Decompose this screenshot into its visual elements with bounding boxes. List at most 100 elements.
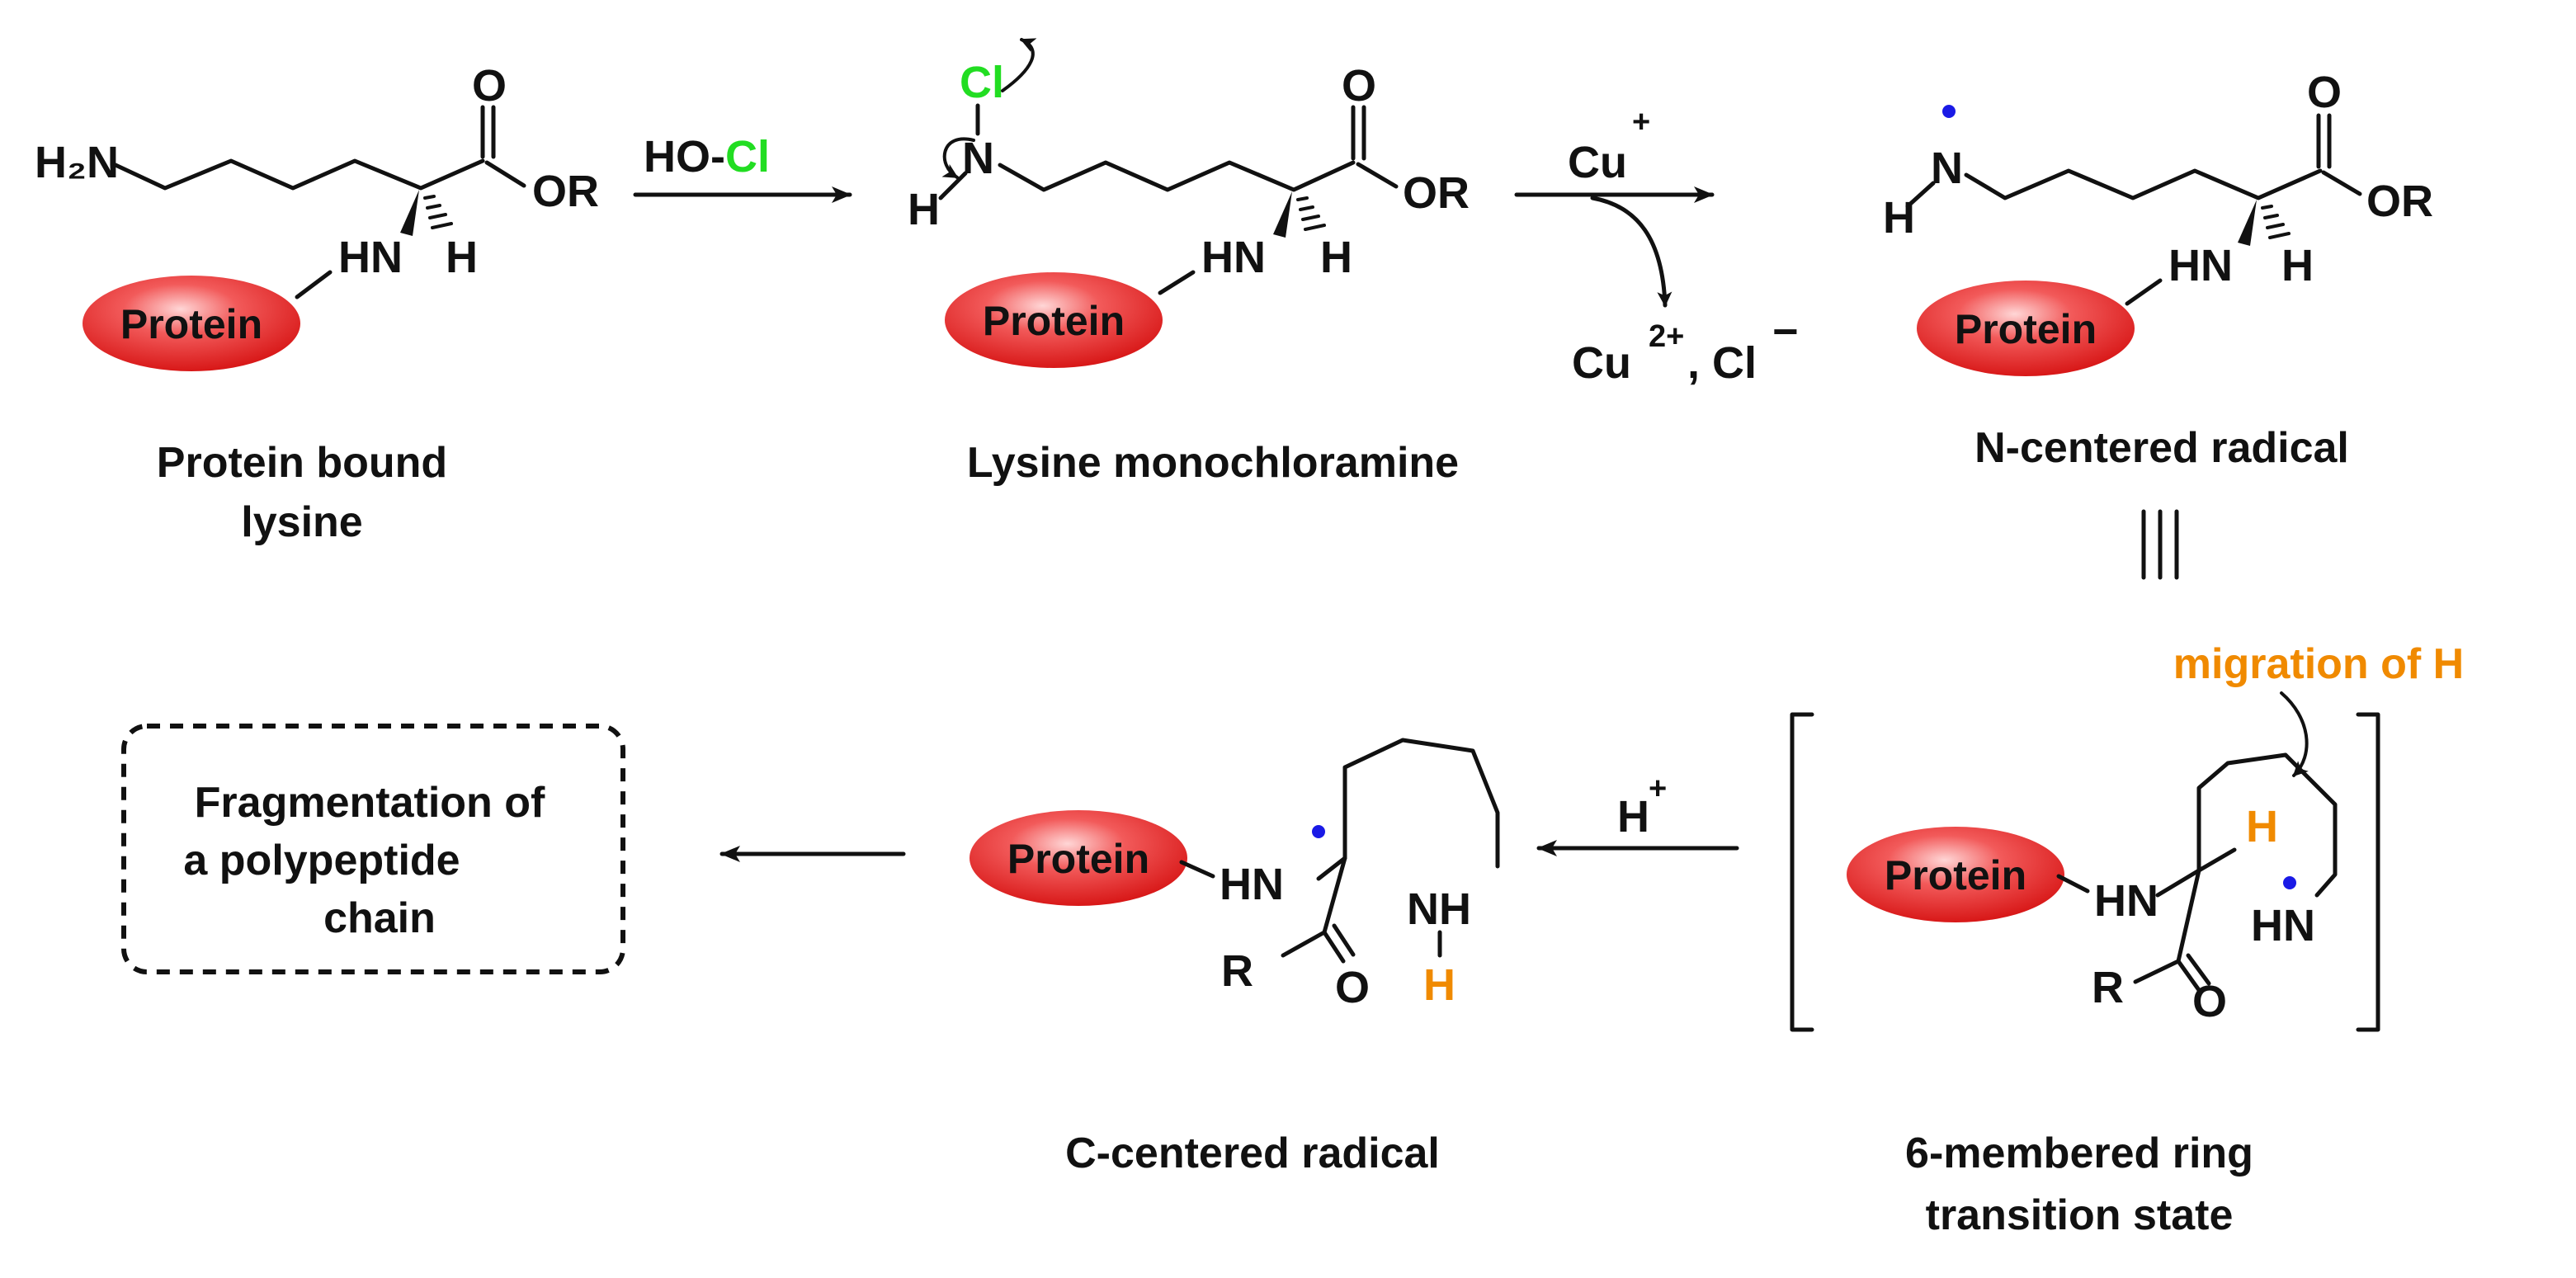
h2n-label: H₂N: [35, 138, 119, 187]
alpha-h-label-2: H: [1320, 233, 1352, 282]
n-h-bond: [938, 171, 968, 200]
lysine-chain-bonds: [113, 158, 485, 191]
amide-hn-label: HN: [338, 233, 403, 282]
chlorine-label: Cl: [960, 58, 1004, 107]
chain-bonds-2: [998, 160, 1356, 192]
protein-ellipse: [83, 276, 300, 371]
caption-transition-line2: transition state: [1926, 1191, 2234, 1239]
electron-arrow-n: [941, 137, 975, 179]
reagent-h-plus: H: [1617, 792, 1649, 842]
caption-n-radical: N-centered radical: [1974, 424, 2349, 472]
structure-protein-bound-lysine: H₂N O OR HN H Protein Protein bound lysi…: [35, 61, 599, 546]
outcome-line3: chain: [323, 894, 436, 942]
protein-label-2: Protein: [983, 298, 1125, 344]
calpha-carbonyl-bond: [2176, 868, 2201, 964]
hn-c-bond: [1316, 856, 1347, 881]
outcome-line1: Fragmentation of: [195, 779, 545, 827]
c-r-bond: [2133, 959, 2181, 984]
cu-byproduct-arrow: [1590, 196, 1673, 308]
protein-label-5: Protein: [1007, 836, 1149, 882]
reaction-arrow-2: Cu + Cu 2+ , Cl −: [1514, 105, 1799, 388]
r-label-4: R: [2092, 963, 2124, 1012]
h-plus-charge: +: [1649, 771, 1667, 806]
alpha-h-label-3: H: [2281, 241, 2314, 290]
nitrogen-label-3: N: [1931, 144, 1963, 193]
migrating-h-label: H: [2246, 802, 2278, 851]
alpha-h-label: H: [446, 233, 478, 282]
reaction-arrow-1: HO-Cl: [633, 132, 852, 203]
amide-hn-label-5: HN: [1220, 860, 1284, 909]
radical-dot-ts: [2283, 876, 2296, 889]
hn-calpha-bond: [2155, 868, 2201, 898]
hash-bond: [423, 195, 453, 229]
caption-protein-bound-line1: Protein bound: [157, 439, 447, 487]
chain-bonds-3: [1964, 168, 2323, 200]
bracket-right: [2356, 712, 2380, 1032]
r-label-5: R: [1221, 946, 1253, 996]
protein-ellipse-4: [1847, 827, 2064, 922]
reagent-hocl: HO-Cl: [644, 132, 770, 182]
structure-lysine-monochloramine: Cl N H O OR HN H Protein Lysine monochlo…: [908, 38, 1470, 487]
n-h-bond-3: [1905, 181, 1936, 209]
cl-minus-charge: −: [1772, 307, 1799, 356]
equivalence-sign: [2141, 509, 2179, 580]
c-carbonyl-bond-5: [1322, 856, 1347, 935]
ring-hn-label: HN: [2251, 901, 2315, 950]
ester-or-label: OR: [532, 167, 599, 216]
protein-link-bond-5: [1179, 860, 1215, 879]
ester-or-label-3: OR: [2366, 177, 2433, 226]
fragmentation-box: Fragmentation of a polypeptide chain: [121, 724, 625, 974]
protein-ellipse-2: [945, 272, 1163, 368]
caption-migration: migration of H: [2173, 640, 2464, 688]
protein-label: Protein: [120, 301, 262, 347]
electron-arrow-cl: [1001, 38, 1037, 92]
ester-or-label-2: OR: [1403, 168, 1470, 218]
open-chain-bonds: [1342, 738, 1500, 869]
byproduct-cu-charge: 2+: [1649, 319, 1684, 354]
nitrogen-label: N: [962, 134, 994, 183]
reagent-cu-plus: Cu: [1568, 138, 1627, 187]
amide-hn-label-2: HN: [1201, 233, 1266, 282]
structure-n-centered-radical: N H O OR HN H Protein N-centered radical: [1883, 68, 2433, 472]
ring-chain-bonds: [2196, 752, 2338, 898]
carbonyl-o-label-4: O: [2192, 977, 2227, 1026]
nh-label-5: NH: [1407, 884, 1471, 934]
nh-h-label: H: [908, 185, 940, 234]
protein-ellipse-3: [1917, 281, 2135, 376]
co-bond-1: [2176, 959, 2201, 993]
calpha-h-bond: [2196, 847, 2237, 873]
cu-plus-charge: +: [1632, 105, 1650, 139]
structure-transition-state: migration of H Protein HN H HN O R 6-mem…: [1790, 640, 2464, 1239]
transferred-h-label: H: [1423, 960, 1455, 1010]
co-bond-5a: [1322, 930, 1346, 964]
caption-transition-line1: 6-membered ring: [1905, 1129, 2253, 1177]
dashed-box: [121, 724, 625, 974]
caption-protein-bound-line2: lysine: [241, 498, 362, 546]
reaction-arrow-3: H +: [1536, 771, 1739, 856]
outcome-line2: a polypeptide: [183, 837, 460, 884]
carbonyl-o-label-2: O: [1342, 61, 1376, 111]
protein-link-bond-3: [2125, 278, 2163, 306]
carbonyl-o-label: O: [472, 61, 507, 111]
byproduct-cu: Cu: [1572, 338, 1631, 388]
structure-c-centered-radical: Protein HN NH H O R C-centered radical: [970, 738, 1500, 1177]
protein-link-bond: [295, 270, 333, 299]
co-bond-2: [2186, 953, 2211, 986]
wedge-bond-2: [1273, 191, 1292, 238]
ester-bond-2: [1356, 162, 1399, 189]
nh-h-label-3: H: [1883, 193, 1915, 243]
hash-bond-3: [2261, 205, 2291, 239]
ester-bond: [484, 160, 526, 188]
wedge-bond: [400, 190, 419, 236]
ester-bond-3: [2321, 170, 2362, 196]
bracket-left: [1790, 712, 1814, 1032]
protein-link-bond-4: [2056, 874, 2090, 894]
wedge-bond-3: [2238, 200, 2257, 246]
amide-hn-label-3: HN: [2168, 241, 2233, 290]
amide-hn-label-4: HN: [2094, 876, 2158, 926]
protein-ellipse-5: [970, 810, 1187, 906]
caption-c-radical: C-centered radical: [1065, 1129, 1440, 1177]
radical-dot-n: [1942, 105, 1956, 118]
caption-monochloramine: Lysine monochloramine: [967, 439, 1459, 487]
carbonyl-o-label-5: O: [1335, 963, 1370, 1012]
